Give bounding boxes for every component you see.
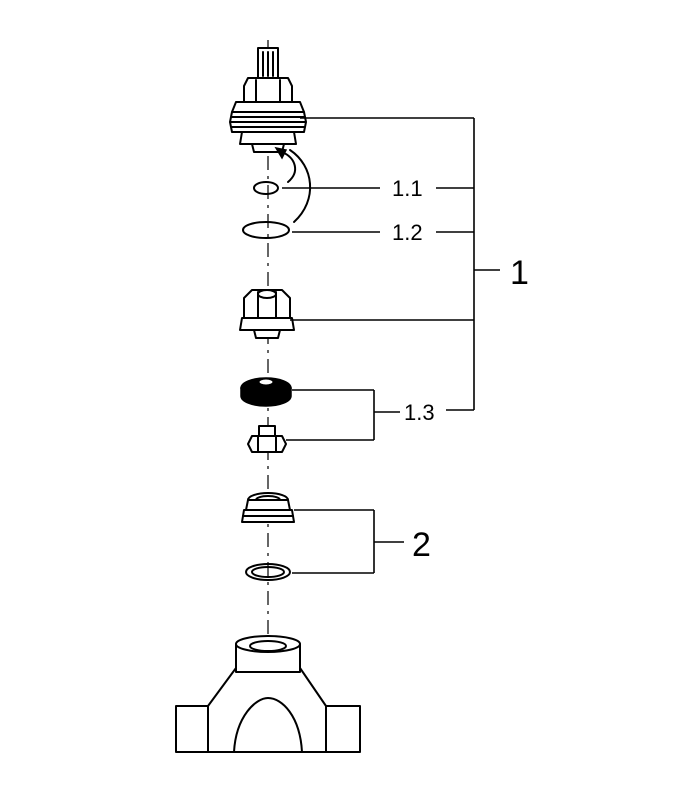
o-ring-small <box>253 181 279 195</box>
washer-screw <box>247 425 287 453</box>
hex-nut <box>239 289 295 339</box>
label-1-2: 1.2 <box>392 220 423 245</box>
label-2: 2 <box>412 526 431 564</box>
label-1: 1 <box>510 254 529 292</box>
cartridge-hex <box>243 77 293 103</box>
headpart-cartridge <box>229 47 307 153</box>
o-ring-large <box>242 221 290 239</box>
label-1-3: 1.3 <box>404 400 435 425</box>
label-1-1: 1.1 <box>392 176 423 201</box>
valve-body <box>175 635 361 753</box>
leader-lines <box>282 117 500 574</box>
washer <box>240 377 292 407</box>
valve-seat <box>241 492 295 523</box>
assembly-arrows <box>274 146 311 223</box>
seat-seal-ring <box>245 563 291 581</box>
